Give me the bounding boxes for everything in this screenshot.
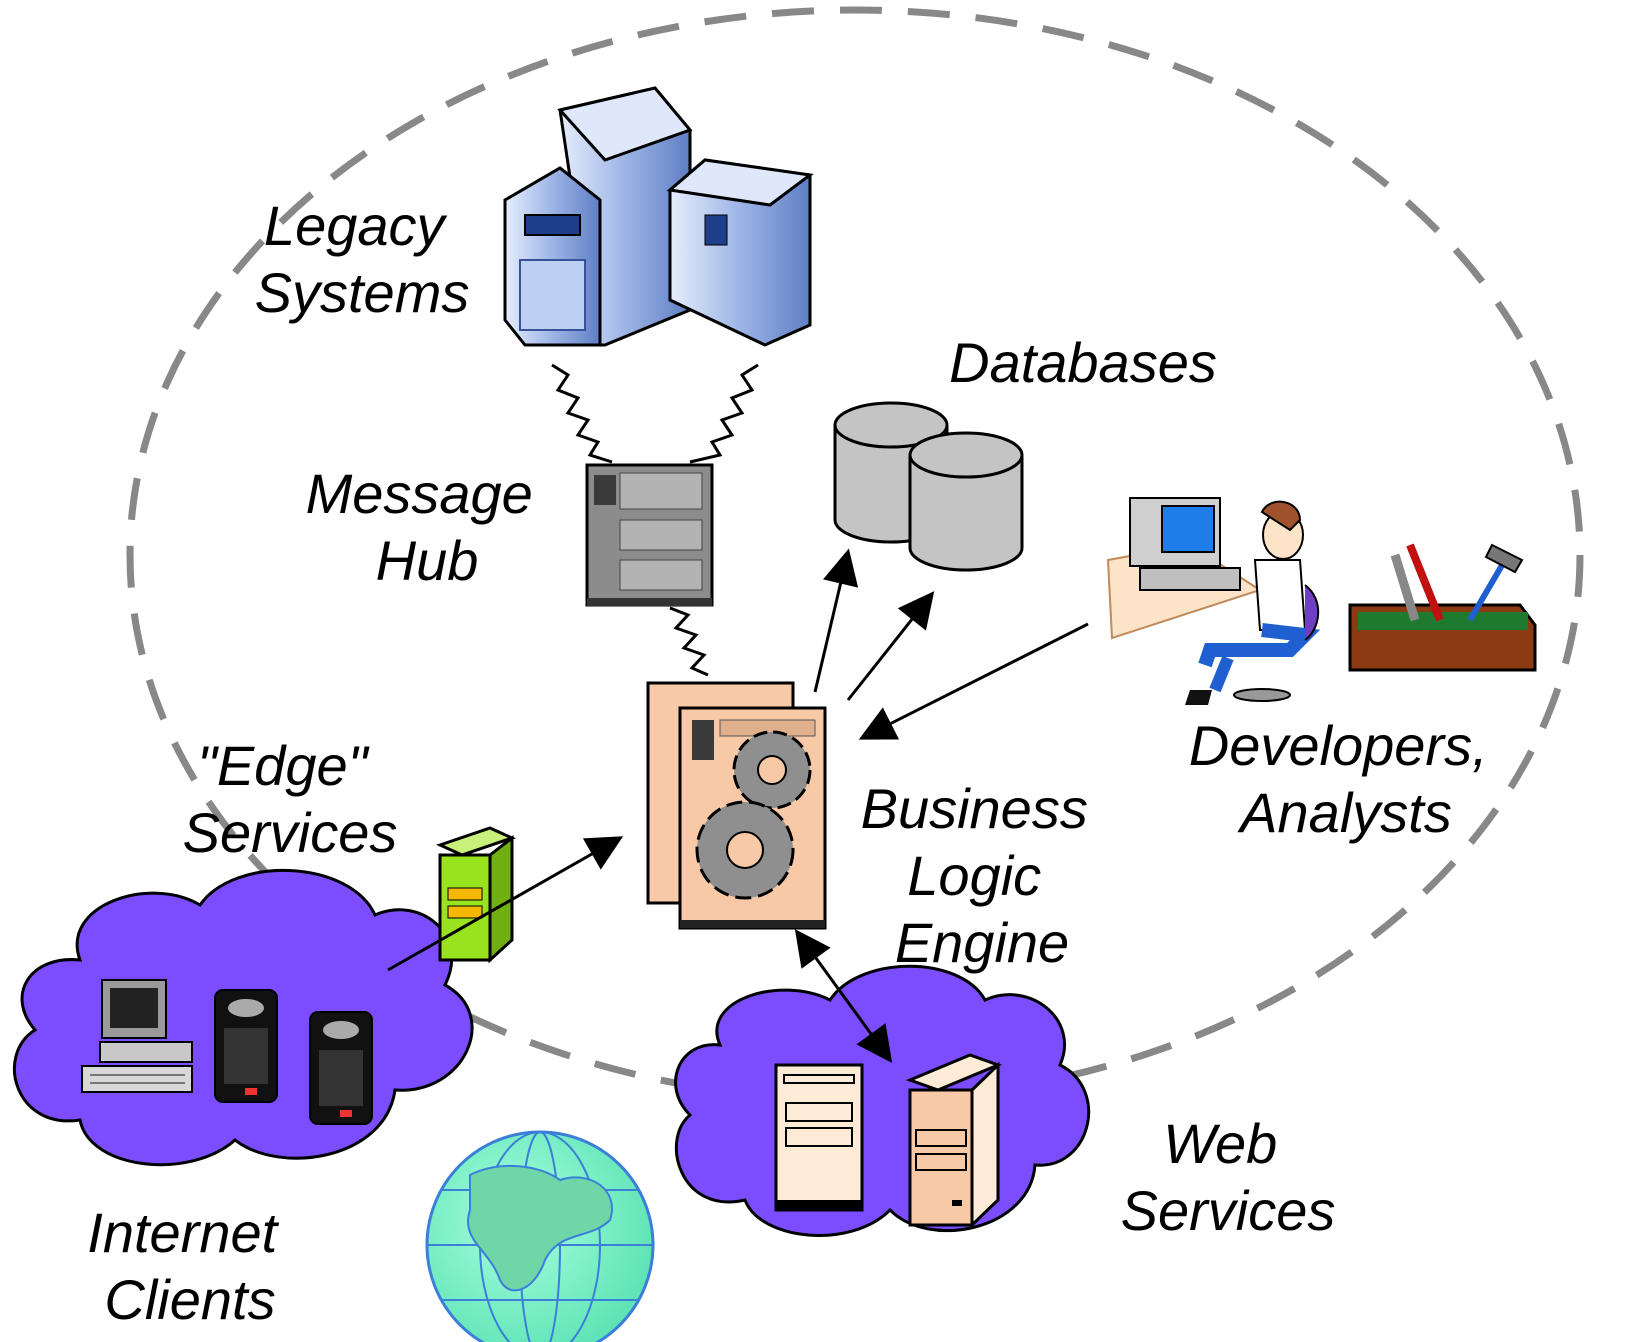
message-hub-label: Message Hub bbox=[306, 462, 549, 592]
engine-to-database-arrow bbox=[813, 548, 859, 693]
business-logic-engine-icon bbox=[646, 681, 827, 930]
web-server-icon bbox=[905, 1053, 1003, 1229]
globe-icon bbox=[425, 1130, 655, 1342]
developers-analysts-label: Developers, Analysts bbox=[1189, 714, 1503, 844]
database-icon bbox=[908, 431, 1024, 572]
business-logic-engine-label: Business Logic Engine bbox=[861, 777, 1104, 974]
internet-clients-label: Internet Clients bbox=[87, 1201, 292, 1331]
edge-services-label: "Edge" Services bbox=[183, 734, 398, 864]
toolbox-icon bbox=[1348, 543, 1537, 672]
legacy-hub-connector bbox=[551, 363, 613, 464]
developer-icon bbox=[1106, 497, 1321, 705]
web-services-label: Web Services bbox=[1121, 1112, 1336, 1242]
legacy-systems-icon bbox=[503, 86, 814, 347]
web-server-icon bbox=[774, 1063, 864, 1212]
databases-label: Databases bbox=[949, 331, 1217, 394]
system-boundary bbox=[126, 6, 1584, 1104]
gear-icon bbox=[732, 730, 812, 810]
edge-server-icon bbox=[435, 826, 517, 964]
message-hub-icon bbox=[585, 463, 714, 607]
legacy-systems-label: Legacy Systems bbox=[255, 194, 470, 324]
desktop-computer-icon bbox=[81, 979, 193, 1093]
phone-icon bbox=[214, 989, 278, 1103]
web-services-cloud bbox=[674, 964, 1090, 1237]
internet-clients-cloud bbox=[12, 869, 474, 1167]
engine-web-services-arrow bbox=[794, 929, 893, 1063]
phone-icon bbox=[309, 1011, 373, 1125]
developers-to-engine-arrow bbox=[858, 622, 1089, 740]
clients-to-engine-arrow bbox=[387, 836, 624, 972]
hub-engine-connector bbox=[669, 606, 709, 677]
gear-icon bbox=[695, 800, 795, 900]
legacy-hub-connector bbox=[689, 363, 759, 464]
engine-to-database-arrow bbox=[846, 591, 935, 701]
